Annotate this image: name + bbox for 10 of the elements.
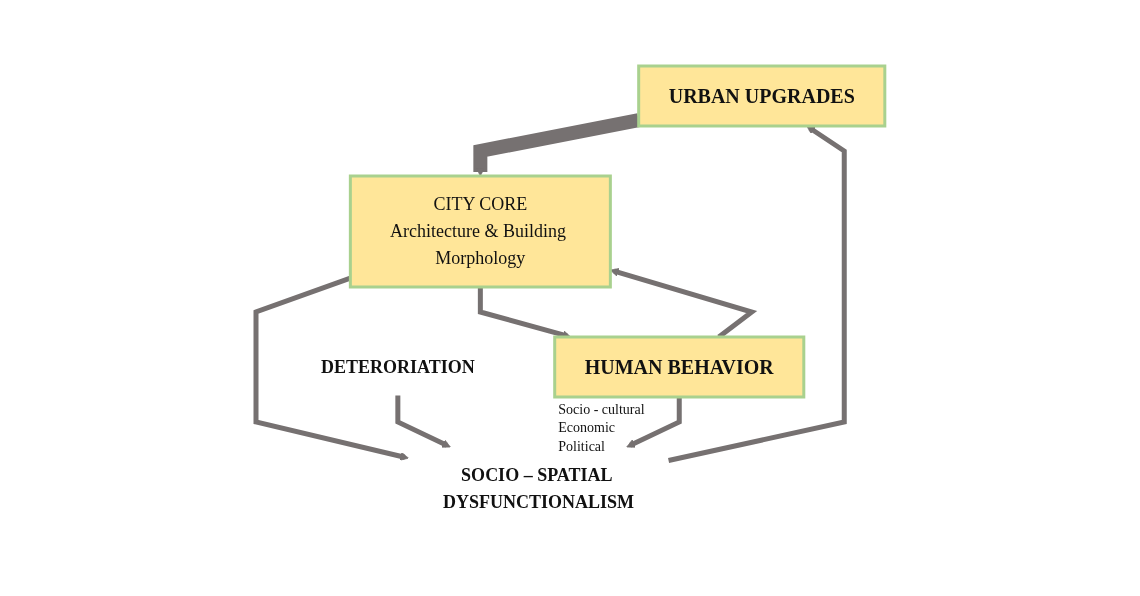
arrow <box>625 396 682 448</box>
arrow <box>253 275 409 461</box>
node-box: CITY CORE Architecture & Building Morphology <box>348 174 612 288</box>
node-box: URBAN UPGRADES <box>636 64 886 127</box>
node-text: SOCIO – SPATIAL DYSFUNCTIONALISM <box>442 464 634 512</box>
arrow <box>472 112 640 176</box>
arrow <box>667 125 847 463</box>
node-box: HUMAN BEHAVIOR <box>552 335 805 398</box>
arrow <box>394 395 451 448</box>
node-text: DETERORIATION <box>320 356 475 376</box>
